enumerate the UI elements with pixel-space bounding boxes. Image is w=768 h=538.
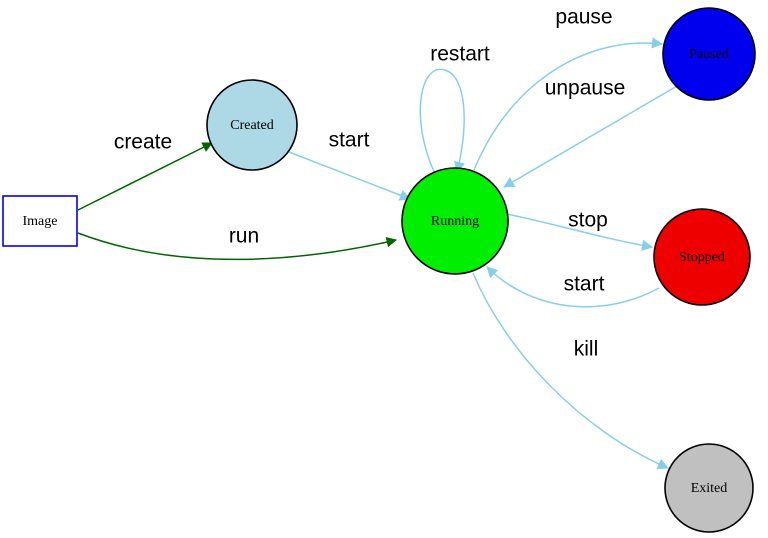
edge-label-create: create (114, 131, 172, 154)
node-running-shape[interactable] (401, 167, 509, 275)
node-image-shape[interactable] (2, 195, 78, 247)
node-image[interactable]: Image (2, 195, 78, 247)
nodes-layer: Image Created Running Paused Stopped Exi (2, 7, 756, 533)
edge-start-created-path[interactable] (288, 151, 412, 201)
edge-kill-path[interactable] (472, 272, 670, 470)
edge-label-start-stopped: start (564, 273, 605, 296)
node-paused-shape[interactable] (662, 7, 756, 101)
edge-run-path[interactable] (77, 232, 398, 261)
node-paused[interactable]: Paused (662, 7, 756, 101)
edge-create-path[interactable] (77, 142, 213, 211)
edge-label-run: run (229, 225, 259, 248)
edge-pause-path[interactable] (473, 37, 664, 171)
edge-label-pause: pause (555, 6, 612, 29)
node-created-shape[interactable] (206, 79, 298, 171)
edge-stop-path[interactable] (506, 213, 654, 251)
node-created[interactable]: Created (206, 79, 298, 171)
node-running[interactable]: Running (401, 167, 509, 275)
edge-restart-path[interactable] (419, 68, 466, 177)
edge-unpause-path[interactable] (503, 85, 678, 188)
edges-layer (77, 37, 678, 470)
node-exited-shape[interactable] (664, 443, 754, 533)
edge-label-kill: kill (574, 338, 599, 361)
node-stopped[interactable]: Stopped (653, 208, 751, 306)
edge-label-restart: restart (430, 43, 490, 66)
edge-label-stop: stop (568, 209, 608, 232)
node-exited[interactable]: Exited (664, 443, 754, 533)
edge-label-unpause: unpause (545, 77, 626, 100)
edge-label-start-created: start (329, 129, 370, 152)
node-stopped-shape[interactable] (653, 208, 751, 306)
edge-start-stopped-path[interactable] (486, 266, 660, 308)
